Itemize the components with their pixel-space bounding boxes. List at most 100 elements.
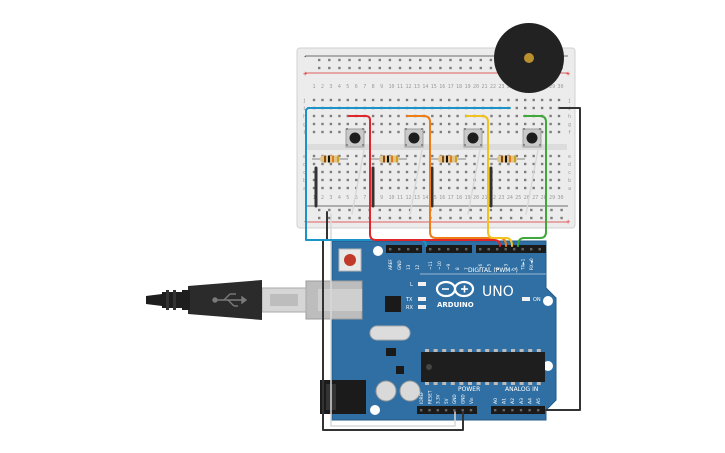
row-letter: g — [303, 122, 306, 128]
resistors — [312, 155, 525, 163]
row-letter: h — [303, 114, 306, 120]
digital-pin-label: ~9 — [446, 263, 451, 270]
on-led — [522, 297, 530, 301]
atmega-microcontroller — [421, 352, 545, 382]
column-number: 7 — [363, 195, 366, 201]
digital-pin-label: 4 — [495, 267, 500, 270]
digital-pin-label: ~6 — [478, 263, 483, 270]
column-number: 5 — [346, 195, 349, 201]
push-button-1[interactable] — [345, 128, 365, 148]
column-number: 9 — [380, 195, 383, 201]
usb-b-port-inner — [318, 289, 362, 311]
row-letter: b — [303, 178, 306, 184]
column-number: 25 — [515, 195, 521, 201]
power-label: POWER — [458, 386, 480, 393]
column-number: 3 — [329, 195, 332, 201]
push-button-2[interactable] — [404, 128, 424, 148]
wire-red — [348, 115, 501, 247]
column-number: 14 — [422, 84, 428, 90]
column-number: 8 — [372, 84, 375, 90]
header-7-0 — [476, 245, 546, 253]
column-number: 13 — [414, 84, 420, 90]
digital-pin-label: ~5 — [487, 263, 492, 270]
analog-pin-label: A0 — [493, 398, 499, 404]
column-number: 23 — [498, 84, 504, 90]
wire-white-button4 — [525, 149, 539, 215]
digital-pin-label: 7 — [464, 267, 469, 270]
wire-white-button1 — [351, 149, 365, 215]
digital-pin-label: GND — [397, 260, 402, 270]
column-number: 19 — [465, 195, 471, 201]
column-number: 30 — [558, 84, 564, 90]
resistor-4[interactable] — [489, 155, 525, 163]
row-letter: h — [568, 114, 571, 120]
column-number: 3 — [329, 84, 332, 90]
capacitor-1 — [375, 380, 397, 402]
resistor-2[interactable] — [371, 155, 407, 163]
analog-pin-label: A1 — [502, 398, 508, 404]
crystal-oscillator — [369, 325, 411, 341]
rail-plus-label-right: + — [566, 70, 570, 78]
digital-pin-label: ~3 — [504, 263, 509, 270]
power-pin-label: 3.3V — [436, 394, 441, 404]
column-number: 17 — [448, 195, 454, 201]
column-number: 30 — [558, 195, 564, 201]
column-number: 11 — [397, 84, 403, 90]
column-number: 27 — [532, 195, 538, 201]
column-number: 7 — [363, 84, 366, 90]
push-button-4[interactable] — [522, 128, 542, 148]
column-number: 1 — [313, 195, 316, 201]
column-number: 6 — [355, 84, 358, 90]
digital-pin-label: 13 — [406, 264, 411, 270]
column-number: 29 — [549, 195, 555, 201]
uno-label: UNO — [482, 284, 514, 300]
resistor-1[interactable] — [312, 155, 348, 163]
l-led — [418, 282, 426, 286]
digital-pin-label: ~10 — [437, 261, 442, 270]
usb-cable[interactable] — [146, 280, 307, 320]
column-number: 21 — [482, 84, 488, 90]
wires — [305, 107, 581, 431]
column-number: 14 — [422, 195, 428, 201]
wire-white-5v — [330, 213, 456, 427]
arduino-infinity-logo — [435, 280, 475, 298]
breadboard-column-numbers: 1122334455667788991010111112121313141415… — [313, 84, 564, 201]
column-number: 28 — [541, 195, 547, 201]
column-number: 20 — [473, 84, 479, 90]
column-number: 2 — [321, 195, 324, 201]
column-number: 18 — [456, 84, 462, 90]
analog-in-label: ANALOG IN — [505, 386, 538, 393]
power-pin-label: IOREF — [419, 391, 424, 404]
row-letter: j — [568, 98, 571, 104]
resistor-3[interactable] — [430, 155, 466, 163]
wire-black-buzzer — [545, 107, 581, 411]
analog-pin-label: A3 — [519, 398, 525, 404]
column-number: 22 — [490, 195, 496, 201]
row-letter: f — [303, 130, 306, 136]
reset-button-cap[interactable] — [344, 254, 356, 266]
wire-white-button3 — [467, 149, 481, 215]
row-letter: e — [568, 154, 571, 160]
usb-chip — [385, 296, 401, 312]
digital-pin-label: 2 — [512, 267, 517, 270]
column-number: 10 — [389, 84, 395, 90]
column-number: 10 — [389, 195, 395, 201]
tx-led-label: TX — [405, 297, 413, 303]
column-number: 23 — [498, 195, 504, 201]
row-letter: f — [568, 130, 571, 136]
rx-led-label: RX — [406, 305, 413, 311]
digital-pin-label: 12 — [415, 264, 420, 270]
row-letter: a — [568, 186, 571, 192]
power-pin-label: GND — [452, 394, 457, 404]
column-number: 9 — [380, 84, 383, 90]
column-number: 11 — [397, 195, 403, 201]
column-number: 15 — [431, 195, 437, 201]
piezo-buzzer[interactable] — [494, 23, 564, 93]
column-number: 22 — [490, 84, 496, 90]
digital-pwm-label: DIGITAL (PWM~) — [468, 267, 518, 274]
push-button-3[interactable] — [463, 128, 483, 148]
l-led-label: L — [410, 282, 413, 288]
rx-led — [418, 305, 426, 309]
